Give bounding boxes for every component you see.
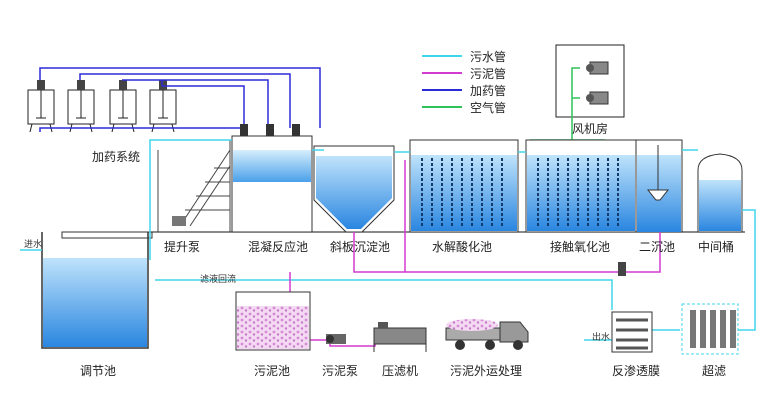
regulating-tank-label: 调节池 bbox=[80, 364, 117, 378]
regulating-tank bbox=[41, 231, 153, 349]
legend-dosing-label: 加药管 bbox=[470, 84, 507, 98]
reverse-osmosis-unit bbox=[611, 311, 653, 353]
contact-oxidation-tank bbox=[525, 139, 637, 233]
secondary-settling-tank bbox=[635, 139, 683, 233]
contact-oxidation-label: 接触氧化池 bbox=[550, 240, 611, 254]
sludge-pump-shape bbox=[326, 334, 346, 344]
ultrafiltration-label: 超滤 bbox=[702, 364, 727, 378]
sludge-tank bbox=[235, 291, 311, 351]
ultrafiltration-unit bbox=[681, 303, 739, 355]
dosing-system-label: 加药系统 bbox=[92, 150, 141, 164]
outflow-label: 出水 bbox=[592, 333, 611, 343]
sludge-tank-label: 污泥池 bbox=[254, 364, 291, 378]
filtrate-label: 滤液回流 bbox=[200, 275, 237, 285]
blower-room bbox=[555, 44, 625, 118]
filter-press-label: 压滤机 bbox=[382, 364, 419, 378]
coagulation-tank bbox=[231, 124, 313, 233]
intermediate-tank-label: 中间桶 bbox=[698, 240, 735, 254]
lift-pump-frame bbox=[157, 140, 231, 232]
intermediate-tank bbox=[697, 153, 743, 233]
inclined-settling-label: 斜板沉淀池 bbox=[330, 240, 391, 254]
lift-pump-label: 提升泵 bbox=[164, 240, 201, 254]
coagulation-tank-label: 混凝反应池 bbox=[248, 240, 309, 254]
inflow-label: 进水 bbox=[24, 240, 43, 250]
sludge-transport-label: 污泥外运处理 bbox=[450, 364, 523, 378]
dosing-tanks bbox=[27, 80, 177, 133]
legend-sludge-label: 污泥管 bbox=[470, 67, 507, 81]
legend-air-label: 空气管 bbox=[470, 101, 507, 115]
inclined-settling-tank bbox=[313, 145, 395, 233]
secondary-settling-label: 二沉池 bbox=[639, 240, 676, 254]
sludge-pump-label: 污泥泵 bbox=[322, 364, 359, 378]
hydrolysis-tank bbox=[409, 139, 519, 233]
dosing-pipes bbox=[39, 67, 321, 132]
legend-lines bbox=[422, 55, 462, 108]
reverse-osmosis-label: 反渗透膜 bbox=[612, 364, 661, 378]
legend-sewage-label: 污水管 bbox=[470, 50, 507, 64]
hydrolysis-tank-label: 水解酸化池 bbox=[432, 240, 493, 254]
truck-shape bbox=[445, 319, 529, 350]
blower-room-label: 风机房 bbox=[572, 122, 609, 136]
filter-press-shape bbox=[373, 322, 427, 352]
